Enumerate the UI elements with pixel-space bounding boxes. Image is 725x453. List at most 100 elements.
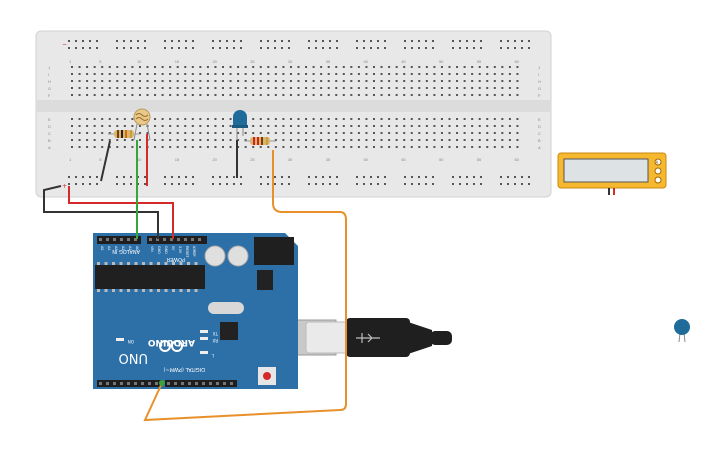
row-letter: E <box>48 117 51 122</box>
wire-digital-signal[interactable] <box>143 150 347 422</box>
row-letter: G <box>538 86 541 91</box>
ceramic-capacitor[interactable] <box>674 319 690 343</box>
column-number: 25 <box>250 59 255 64</box>
pin-label: A0 <box>135 246 139 250</box>
pin-label: A4 <box>107 246 111 250</box>
column-number: 25 <box>250 157 255 162</box>
rail-minus-label: − <box>62 41 67 48</box>
breadboard-holes <box>68 40 530 185</box>
row-letter: B <box>48 138 51 143</box>
port-a-icon[interactable] <box>654 158 662 166</box>
row-letter: I <box>538 72 539 77</box>
dc-power-jack <box>254 237 294 265</box>
column-number: 20 <box>212 59 217 64</box>
digital-pin-connection <box>159 380 165 386</box>
row-letter: F <box>538 93 541 98</box>
pin-label: RESET <box>185 246 189 259</box>
column-number: 45 <box>401 157 406 162</box>
column-number: 5 <box>99 59 102 64</box>
column-number: 40 <box>363 157 368 162</box>
capacitor-2 <box>227 245 249 267</box>
column-number: 15 <box>175 59 180 64</box>
arduino-uno[interactable]: ARDUINO UNO ANALOG IN POWER DIGITAL (PWM… <box>93 233 298 389</box>
column-number: 5 <box>99 157 102 162</box>
led[interactable] <box>232 110 248 140</box>
row-letter: A <box>538 145 541 150</box>
tx-label: TX <box>213 331 219 336</box>
voltage-regulator <box>257 270 273 290</box>
multimeter[interactable]: A <box>557 152 667 195</box>
l-label: L <box>211 353 214 358</box>
column-number: 55 <box>477 157 482 162</box>
breadboard-center-channel <box>36 100 551 112</box>
pin-label: A1 <box>128 246 132 250</box>
power-header-label: POWER <box>166 256 185 262</box>
column-number: 60 <box>514 59 519 64</box>
digital-header-2[interactable] <box>165 380 237 387</box>
row-letter: D <box>48 124 51 129</box>
column-number: 45 <box>401 59 406 64</box>
column-number: 30 <box>288 157 293 162</box>
row-letter: H <box>48 79 51 84</box>
capacitor-1 <box>204 245 226 267</box>
row-letter: B <box>538 138 541 143</box>
port-a-label: A <box>656 160 659 165</box>
column-number: 20 <box>212 157 217 162</box>
row-letter: H <box>538 79 541 84</box>
row-letter: A <box>48 145 51 150</box>
row-letter: E <box>538 117 541 122</box>
column-number: 10 <box>137 157 142 162</box>
pin-label: GND <box>157 246 161 254</box>
pin-label: IOREF <box>192 246 196 257</box>
port-v-icon[interactable] <box>654 167 662 175</box>
on-label: ON <box>128 339 134 344</box>
analog-header-label: ANALOG IN <box>112 248 140 254</box>
digital-header-label: DIGITAL (PWM~) <box>163 366 205 372</box>
pin-label: A5 <box>100 246 104 250</box>
row-letter: J <box>538 65 540 70</box>
model-label: UNO <box>119 350 148 365</box>
column-number: 35 <box>326 157 331 162</box>
column-number: 60 <box>514 157 519 162</box>
column-number: 40 <box>363 59 368 64</box>
column-number: 50 <box>439 59 444 64</box>
column-number: 50 <box>439 157 444 162</box>
usb-cable[interactable] <box>271 318 452 357</box>
usb-chip <box>220 322 238 340</box>
resistor-photoresistor[interactable] <box>108 130 140 138</box>
row-letter: I <box>48 72 49 77</box>
wire-black-jumper-1[interactable] <box>100 140 111 182</box>
column-number: 30 <box>288 59 293 64</box>
wire-gnd[interactable] <box>43 185 159 239</box>
pin-label: A3 <box>114 246 118 250</box>
column-number: 35 <box>326 59 331 64</box>
column-number: 1 <box>69 157 72 162</box>
brand-label: ARDUINO <box>147 337 195 347</box>
pin-label: 3.3V <box>178 246 182 254</box>
column-number: 10 <box>137 59 142 64</box>
arduino-logo-icon <box>159 340 183 352</box>
pin-label: A2 <box>121 246 125 250</box>
row-letter: G <box>48 86 51 91</box>
pin-label: GND <box>164 246 168 254</box>
analog-header[interactable] <box>97 236 141 244</box>
wire-5v[interactable] <box>68 186 174 239</box>
atmega-chip <box>95 265 205 289</box>
column-number: 55 <box>477 59 482 64</box>
photoresistor[interactable] <box>133 108 151 141</box>
pin-label: VIN <box>150 246 154 252</box>
row-letter: F <box>48 93 51 98</box>
port-com-icon[interactable] <box>654 176 662 184</box>
pin-label: 5V <box>171 246 175 251</box>
row-letter: D <box>538 124 541 129</box>
rx-label: RX <box>212 338 218 343</box>
row-letter: C <box>538 131 541 136</box>
column-number: 15 <box>175 157 180 162</box>
resistor-led[interactable] <box>244 137 276 145</box>
rail-plus-label: + <box>62 183 67 190</box>
